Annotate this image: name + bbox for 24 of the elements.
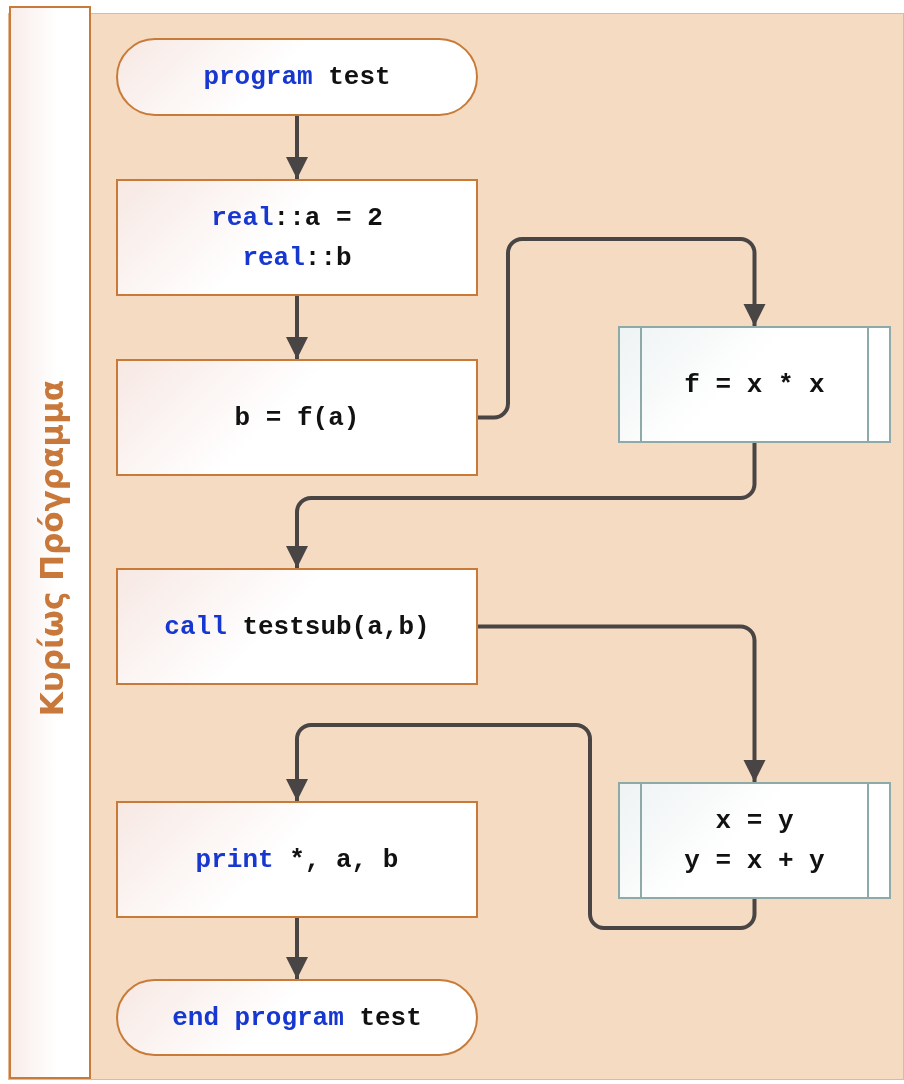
subroutine-box: [618, 782, 891, 899]
lane-title: Κυρίως Πρόγραμμα: [34, 379, 70, 717]
subroutine-box: [618, 326, 891, 443]
code-text: print *, a, b: [195, 843, 399, 877]
process-box: [116, 179, 478, 296]
arrow: [478, 237, 766, 420]
code-text: real::b: [242, 241, 352, 275]
code-text: y = x + y: [684, 844, 825, 878]
process-box: [116, 801, 478, 918]
code-text: x = y: [715, 804, 794, 838]
process-box: [116, 359, 478, 476]
arrow: [478, 624, 766, 782]
code-text: b = f(a): [234, 401, 360, 435]
code-text: program test: [203, 61, 391, 94]
arrow: [286, 116, 308, 179]
arrow: [286, 918, 308, 979]
process-box: [116, 568, 478, 685]
code-text: real::a = 2: [211, 201, 383, 235]
code-text: call testsub(a,b): [164, 610, 430, 644]
code-text: end program test: [172, 1001, 422, 1035]
code-text: f = x * x: [684, 368, 825, 402]
arrow: [286, 723, 757, 930]
arrow: [286, 296, 308, 359]
arrow: [286, 443, 757, 568]
